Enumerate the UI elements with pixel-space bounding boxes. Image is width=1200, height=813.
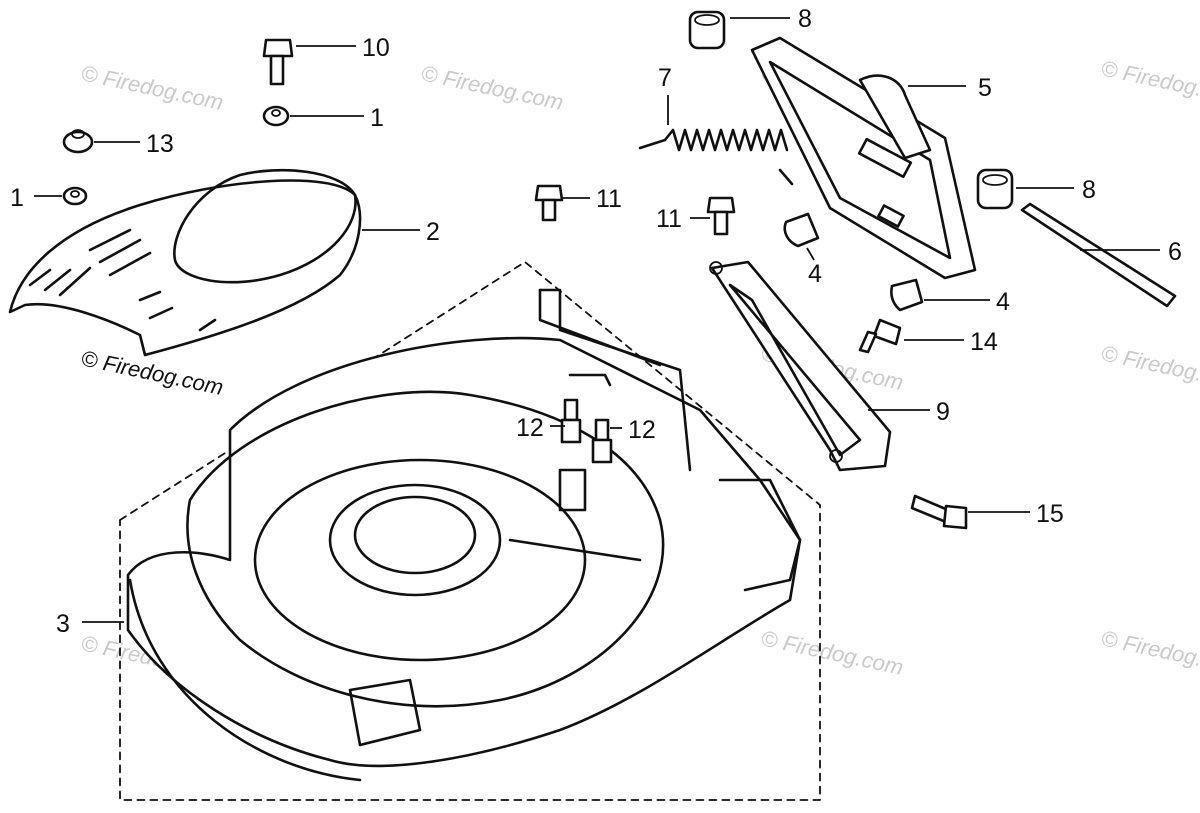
part-1-washer-top [262,105,290,127]
part-10-bolt [262,38,294,86]
watermark: © Firedog.com [1099,340,1200,395]
watermark: © Firedog.com [1099,625,1200,680]
part-14-bolt [858,318,902,354]
callout-8-top: 8 [798,5,812,33]
part-8-bushing-right [976,168,1014,210]
part-2-rear-cover [8,168,362,357]
part-4-cap-b [890,278,924,312]
callout-11-right: 11 [656,205,682,233]
part-1-washer-left [62,186,88,206]
part-15-bolt [910,494,968,530]
callout-13: 13 [146,130,174,158]
callout-6: 6 [1168,238,1182,266]
callout-2: 2 [426,218,440,246]
part-8-bushing-top [688,10,726,50]
callout-12-right: 12 [628,416,656,444]
callout-10: 10 [362,34,390,62]
callout-12-left: 12 [516,414,544,442]
callout-8-right: 8 [1082,176,1096,204]
callout-3: 3 [56,610,70,638]
part-12-stud-b [591,418,613,464]
callout-5: 5 [978,74,992,102]
watermark: © Firedog.com [1099,55,1200,110]
callout-1-left: 1 [10,184,24,212]
watermark: © Firedog.com [79,60,226,115]
callout-4-a: 4 [808,260,822,288]
callout-11-left: 11 [596,185,622,213]
watermark: © Firedog.com [419,60,566,115]
part-12-stud-a [560,398,582,444]
callout-7: 7 [658,64,672,92]
part-13-nut [62,129,94,154]
part-4-cap-a [783,212,820,248]
part-6-rod [1020,202,1177,308]
callout-1-top: 1 [370,104,384,132]
part-3-mower-deck [119,261,821,801]
part-5-bracket-plate [750,36,977,280]
part-11-bolt-a [534,184,564,222]
callout-15: 15 [1036,500,1064,528]
callout-labels: 10 1 13 1 2 3 8 5 8 6 7 11 11 4 4 14 9 1… [10,5,1182,638]
part-9-frame [709,260,892,472]
part-11-bolt-b [706,196,736,236]
callout-4-b: 4 [996,288,1010,316]
callout-14: 14 [970,328,998,356]
part-7-spring [638,128,794,186]
leader-lines [34,17,1160,623]
callout-9: 9 [936,398,950,426]
watermark: © Firedog.com [759,625,906,680]
